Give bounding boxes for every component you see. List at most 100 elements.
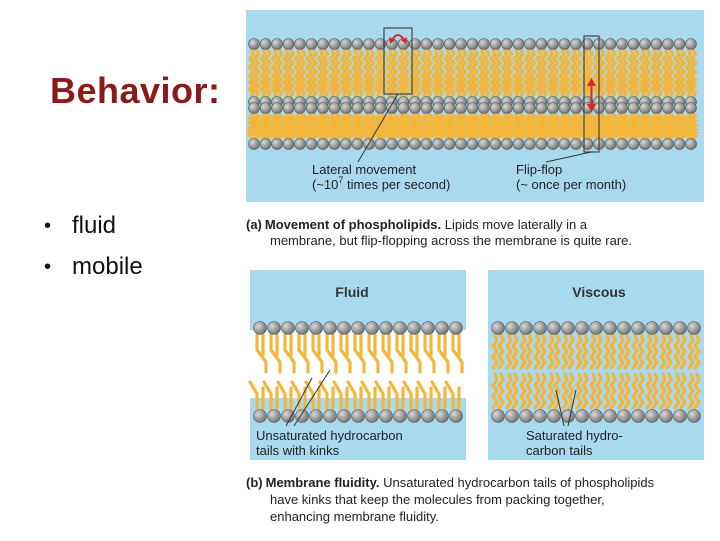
hydrocarbon-tail-icon xyxy=(584,112,596,130)
hydrocarbon-tail-icon xyxy=(247,48,256,78)
hydrocarbon-tail-icon xyxy=(367,333,380,374)
phospholipid-head-icon xyxy=(650,138,663,150)
hydrocarbon-tail-icon xyxy=(684,74,693,98)
phospholipid-head-icon xyxy=(603,409,617,423)
hydrocarbon-tail-icon xyxy=(603,74,613,98)
hydrocarbon-tail-icon xyxy=(283,333,296,374)
hydrocarbon-tail-icon xyxy=(534,74,544,98)
hydrocarbon-tail-icon xyxy=(423,112,435,130)
hydrocarbon-tail-icon xyxy=(270,48,279,78)
hydrocarbon-tail-icon xyxy=(246,112,257,130)
phospholipid-head-icon xyxy=(317,102,329,114)
hydrocarbon-tail-icon xyxy=(677,48,687,78)
hydrocarbon-tail-icon xyxy=(464,112,476,130)
hydrocarbon-tail-icon xyxy=(406,126,419,140)
hydrocarbon-tail-icon xyxy=(321,74,330,98)
hydrocarbon-tail-icon xyxy=(470,74,480,98)
hydrocarbon-tail-icon xyxy=(339,48,348,78)
hydrocarbon-tail-icon xyxy=(660,112,671,130)
hydrocarbon-tail-icon xyxy=(575,372,583,410)
hydrocarbon-tail-icon xyxy=(504,112,515,130)
hydrocarbon-tail-icon xyxy=(400,112,412,130)
hydrocarbon-tail-icon xyxy=(575,333,583,370)
hydrocarbon-tail-icon xyxy=(354,112,366,130)
hydrocarbon-tail-icon xyxy=(337,126,350,140)
hydrocarbon-tail-icon xyxy=(419,48,429,78)
hydrocarbon-tail-icon xyxy=(413,48,422,78)
hydrocarbon-tail-icon xyxy=(561,333,569,370)
hydrocarbon-tail-icon xyxy=(458,112,469,130)
hydrocarbon-tail-icon xyxy=(396,48,406,78)
hydrocarbon-tail-icon xyxy=(453,112,464,130)
phospholipid-head-icon xyxy=(673,138,686,150)
phospholipid-head-icon xyxy=(397,102,410,114)
hydrocarbon-tail-icon xyxy=(641,126,654,140)
phospholipid-head-icon xyxy=(271,138,283,150)
phospholipid-head-icon xyxy=(309,409,323,423)
hydrocarbon-tail-icon xyxy=(353,126,367,140)
lateral-label-line1: Lateral movement xyxy=(312,162,416,177)
hydrocarbon-tail-icon xyxy=(434,126,447,140)
hydrocarbon-tail-icon xyxy=(539,372,547,410)
phospholipid-head-icon xyxy=(363,38,375,50)
hydrocarbon-tail-icon xyxy=(677,74,687,98)
hydrocarbon-tail-icon xyxy=(673,333,681,370)
hydrocarbon-tail-icon xyxy=(445,126,459,140)
sat-label-line1: Saturated hydro- xyxy=(526,428,623,443)
hydrocarbon-tail-icon xyxy=(500,74,509,98)
hydrocarbon-tail-icon xyxy=(624,126,638,140)
hydrocarbon-tail-icon xyxy=(578,126,592,140)
hydrocarbon-tail-icon xyxy=(256,126,270,140)
hydrocarbon-tail-icon xyxy=(546,74,555,98)
phospholipid-head-icon xyxy=(443,102,456,114)
phospholipid-head-icon xyxy=(267,409,281,423)
phospholipid-head-icon xyxy=(253,409,267,423)
phospholipid-head-icon xyxy=(558,38,571,50)
hydrocarbon-tail-icon xyxy=(614,112,625,130)
hydrocarbon-tail-icon xyxy=(383,126,396,140)
hydrocarbon-tail-icon xyxy=(430,380,441,410)
hydrocarbon-tail-icon xyxy=(372,112,384,130)
phospholipid-head-icon xyxy=(558,138,571,150)
hydrocarbon-tail-icon xyxy=(534,48,544,78)
hydrocarbon-tail-icon xyxy=(482,74,491,98)
hydrocarbon-tail-icon xyxy=(350,48,360,78)
hydrocarbon-tail-icon xyxy=(670,126,684,140)
hydrocarbon-tail-icon xyxy=(551,74,560,98)
hydrocarbon-tail-icon xyxy=(665,333,673,370)
hydrocarbon-tail-icon xyxy=(608,74,618,98)
hydrocarbon-tail-icon xyxy=(463,126,477,140)
phospholipid-head-icon xyxy=(455,138,467,150)
phospholipid-head-icon xyxy=(259,38,272,50)
phospholipid-head-icon xyxy=(685,138,697,150)
phospholipid-head-icon xyxy=(420,38,433,50)
hydrocarbon-tail-icon xyxy=(522,112,533,130)
hydrocarbon-tail-icon xyxy=(569,48,578,78)
hydrocarbon-tail-icon xyxy=(316,48,325,78)
phospholipid-head-icon xyxy=(305,38,318,50)
hydrocarbon-tail-icon xyxy=(654,48,664,78)
hydrocarbon-tail-icon xyxy=(549,126,562,140)
phospholipid-head-icon xyxy=(524,138,536,150)
hydrocarbon-tail-icon xyxy=(431,48,440,78)
hydrocarbon-tail-icon xyxy=(631,48,641,78)
hydrocarbon-tail-icon xyxy=(645,372,653,410)
hydrocarbon-tail-icon xyxy=(454,48,463,78)
hydrocarbon-tail-icon xyxy=(659,372,667,410)
hydrocarbon-tail-icon xyxy=(424,48,434,78)
hydrocarbon-tail-icon xyxy=(589,372,597,410)
flipflop-label-line2: (~ once per month) xyxy=(516,177,626,192)
hydrocarbon-tail-icon xyxy=(304,48,314,78)
phospholipid-head-icon xyxy=(519,321,533,335)
phospholipid-head-icon xyxy=(282,38,295,50)
hydrocarbon-tail-icon xyxy=(407,112,418,130)
hydrocarbon-tail-icon xyxy=(399,126,413,140)
phospholipid-head-icon xyxy=(449,409,463,423)
phospholipid-head-icon xyxy=(639,138,651,150)
hydrocarbon-tail-icon xyxy=(505,74,514,98)
hydrocarbon-tail-icon xyxy=(505,48,514,78)
hydrocarbon-tail-icon xyxy=(303,112,315,130)
hydrocarbon-tail-icon xyxy=(273,126,286,140)
hydrocarbon-tail-icon xyxy=(465,48,475,78)
hydrocarbon-tail-icon xyxy=(342,126,355,140)
